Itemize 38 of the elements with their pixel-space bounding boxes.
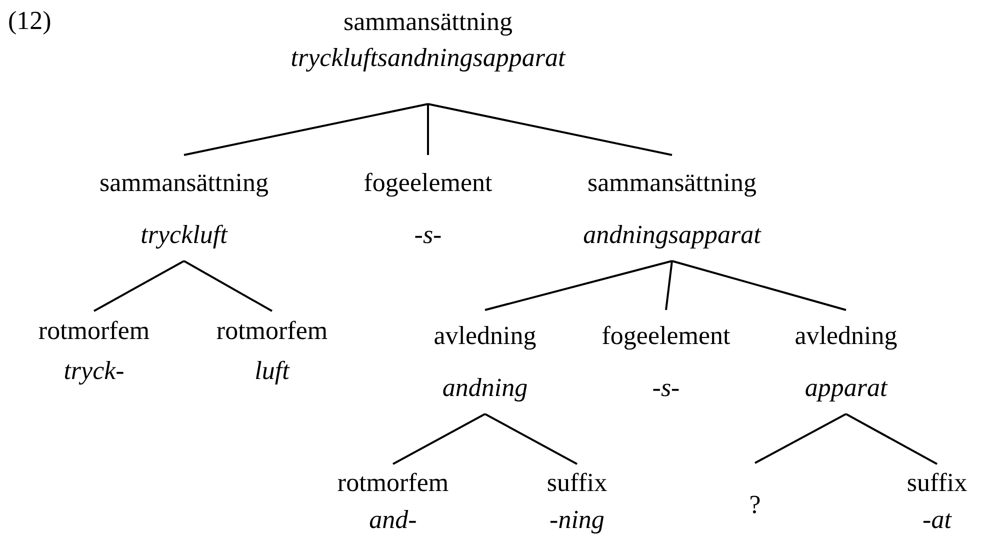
morpheme-text: -at (922, 504, 953, 536)
node-label: ? (749, 490, 761, 520)
morpheme-text: tryckluft (140, 219, 229, 251)
node-label: avledning (794, 320, 898, 352)
node-label: rotmorfem (216, 315, 328, 347)
morpheme-text: -ning (548, 504, 606, 536)
morpheme-text: andningsapparat (583, 219, 761, 251)
node-label: rotmorfem (337, 467, 449, 499)
tree-branch (428, 103, 672, 156)
morpheme-text: tryck- (62, 355, 126, 387)
tree-branch (484, 260, 672, 311)
morpheme-text: luft (254, 355, 291, 387)
node-label: rotmorfem (38, 315, 150, 347)
morpheme-text: -s- (651, 372, 681, 404)
node-label: sammansättning (586, 167, 758, 199)
tree-branch (846, 413, 938, 465)
node-label: avledning (434, 320, 536, 352)
node-label: sammansättning (100, 167, 268, 199)
tree-branch (427, 104, 429, 155)
tree-branch (184, 103, 428, 156)
tree-branch (94, 260, 184, 312)
morpheme-text: apparat (804, 372, 889, 404)
node-label: sammansättning (342, 6, 514, 38)
tree-branch (665, 260, 673, 310)
node-label: suffix (546, 467, 608, 499)
morpheme-text: -s- (413, 219, 443, 251)
morpheme-text: tryckluftsandningsapparat (290, 42, 566, 74)
node-label: fogeelement (602, 320, 730, 352)
tree-branch (672, 260, 846, 311)
morpheme-text: andning (441, 372, 529, 404)
tree-branch (754, 413, 846, 464)
tree-branch (484, 413, 578, 465)
node-label: suffix (906, 467, 968, 499)
example-number: (12) (8, 6, 52, 36)
tree-branch (392, 413, 486, 465)
morpheme-text: and- (368, 504, 418, 536)
node-label: fogeelement (364, 167, 492, 199)
tree-branch (184, 260, 272, 312)
